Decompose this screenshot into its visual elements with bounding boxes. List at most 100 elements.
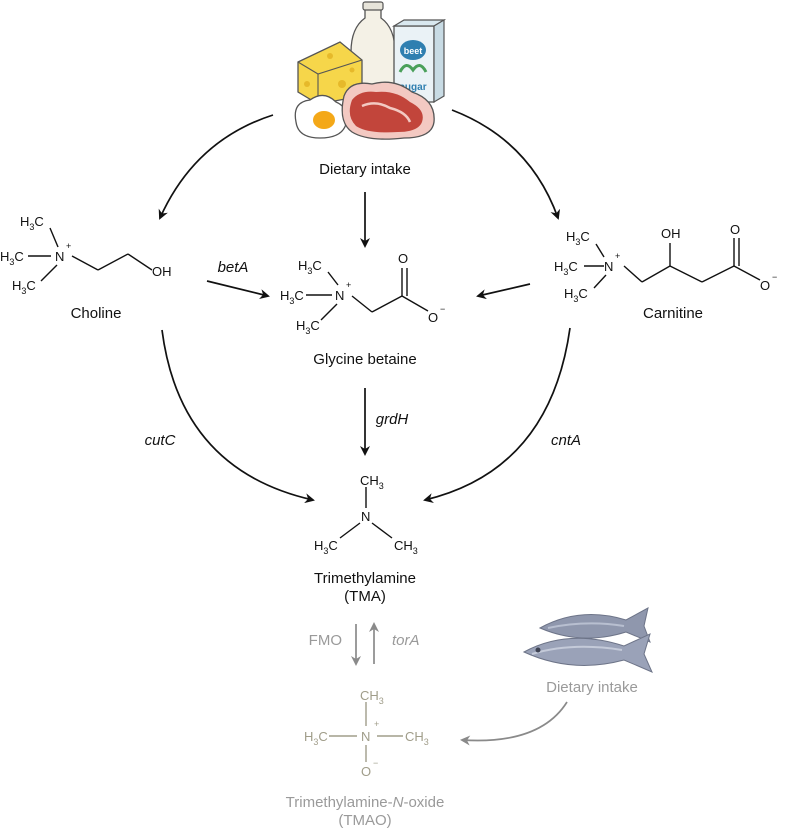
svg-text:H3C: H3C: [20, 214, 44, 232]
cheese-icon: [297, 41, 363, 105]
egg-icon: [294, 94, 348, 139]
tmao-minus-charge: −: [373, 758, 378, 768]
dietary-intake-top-label: Dietary intake: [319, 161, 411, 178]
carn-h3c-mid-c: C: [568, 259, 577, 274]
gb-minus-charge: −: [440, 304, 445, 314]
fish-front-icon: [522, 633, 653, 673]
choline-h3c-top-c: C: [34, 214, 43, 229]
tmao-ch3-right-3: 3: [424, 737, 429, 747]
enzyme-label-fmo: FMO: [309, 632, 342, 649]
tma-h3c-left-h: H: [314, 538, 323, 553]
tmao-ch3-right-h: H: [414, 729, 423, 744]
gene-label-torA: torA: [392, 632, 420, 649]
gb-carbonyl-o: O: [398, 251, 408, 266]
carn-h3c-top-h: H: [566, 229, 575, 244]
svg-text:H3C: H3C: [298, 258, 322, 276]
choline-plus-charge: +: [66, 241, 71, 251]
svg-text:CH3: CH3: [394, 538, 418, 556]
tmao-h3c-left-3: 3: [313, 737, 318, 747]
tma-ch3-top-c: C: [360, 473, 369, 488]
tma-h3c-left-c: C: [328, 538, 337, 553]
tmao-h3c-left-c: C: [318, 729, 327, 744]
tma-ch3-right-c: C: [394, 538, 403, 553]
fish-back-icon: [538, 607, 651, 643]
choline-h3c-bot-c: C: [26, 278, 35, 293]
tma-structure: CH3 N H3C CH3: [314, 473, 418, 556]
tmao-label-line1: Trimethylamine-N-oxide: [286, 794, 445, 811]
choline-h3c-bot-3: 3: [21, 286, 26, 296]
tmao-h3c-left-h: H: [304, 729, 313, 744]
tmao-n-atom: N: [361, 729, 370, 744]
fmo-tora-arrows: [351, 622, 379, 666]
tmao-ch3-top-h: H: [369, 688, 378, 703]
tma-ch3-right-h: H: [403, 538, 412, 553]
gb-h3c-top-h: H: [298, 258, 307, 273]
tmao-label-line2: (TMAO): [338, 812, 391, 829]
carn-h3c-mid-h: H: [554, 259, 563, 274]
carn-h3c-mid-3: 3: [563, 267, 568, 277]
gene-label-grdH: grdH: [376, 411, 409, 428]
arrow-choline-to-glycine-betaine: [206, 280, 270, 299]
svg-text:CH3: CH3: [405, 729, 429, 747]
svg-text:H3C: H3C: [280, 288, 304, 306]
gb-n-atom: N: [335, 288, 344, 303]
sugar-box-brand-text: beet: [404, 46, 423, 56]
tma-h3c-left-3: 3: [323, 546, 328, 556]
svg-text:H3C: H3C: [564, 286, 588, 304]
carn-n-atom: N: [604, 259, 613, 274]
carn-carboxylate-o: O: [760, 278, 770, 293]
carnitine-label: Carnitine: [643, 305, 703, 322]
svg-text:H3C: H3C: [12, 278, 36, 296]
choline-oh-group: OH: [152, 264, 172, 279]
tmao-label-part-a: Trimethylamine-: [286, 794, 393, 811]
carn-minus-charge: −: [772, 272, 777, 282]
gb-carboxylate-o: O: [428, 310, 438, 325]
choline-structure: H3C H3C H3C N + OH: [0, 214, 172, 296]
carn-carbonyl-o: O: [730, 222, 740, 237]
svg-text:CH3: CH3: [360, 688, 384, 706]
arrow-carnitine-to-tma: [423, 327, 571, 503]
arrow-intake-to-choline: [158, 114, 274, 220]
sugar-box-label-text: sugar: [399, 82, 426, 93]
carn-h3c-top-c: C: [580, 229, 589, 244]
choline-h3c-mid-3: 3: [9, 257, 14, 267]
glycine-betaine-label: Glycine betaine: [313, 351, 416, 368]
gene-label-betA: betA: [218, 259, 249, 276]
svg-text:CH3: CH3: [360, 473, 384, 491]
gb-h3c-top-c: C: [312, 258, 321, 273]
gb-h3c-mid-h: H: [280, 288, 289, 303]
arrow-fish-to-tmao: [460, 701, 568, 746]
carn-h3c-bot-h: H: [564, 286, 573, 301]
svg-text:H3C: H3C: [554, 259, 578, 277]
tmao-label-part-n: N: [393, 794, 404, 811]
gb-h3c-bot-c: C: [310, 318, 319, 333]
tma-n-atom: N: [361, 509, 370, 524]
carn-h3c-top-3: 3: [575, 237, 580, 247]
arrow-intake-to-carnitine: [451, 109, 560, 220]
gb-h3c-mid-3: 3: [289, 296, 294, 306]
tma-label-line1: Trimethylamine: [314, 570, 416, 587]
gene-label-cutC: cutC: [145, 432, 176, 449]
gb-h3c-bot-h: H: [296, 318, 305, 333]
tmao-plus-charge: +: [374, 719, 379, 729]
arrow-carnitine-to-glycine-betaine: [476, 283, 531, 300]
carn-h3c-bot-3: 3: [573, 294, 578, 304]
gb-h3c-mid-c: C: [294, 288, 303, 303]
gb-h3c-top-3: 3: [307, 266, 312, 276]
tmao-ch3-right-c: C: [405, 729, 414, 744]
tmao-ch3-top-c: C: [360, 688, 369, 703]
carn-h3c-bot-c: C: [578, 286, 587, 301]
svg-text:H3C: H3C: [304, 729, 328, 747]
gb-plus-charge: +: [346, 280, 351, 290]
svg-text:H3C: H3C: [566, 229, 590, 247]
dietary-intake-fish-label: Dietary intake: [546, 679, 638, 696]
choline-h3c-top-h: H: [20, 214, 29, 229]
choline-label: Choline: [71, 305, 122, 322]
choline-h3c-mid-c: C: [14, 249, 23, 264]
svg-text:H3C: H3C: [296, 318, 320, 336]
tmao-ch3-top-3: 3: [379, 696, 384, 706]
steak-icon: [341, 81, 435, 140]
svg-text:H3C: H3C: [0, 249, 24, 267]
tmao-label-part-c: -oxide: [403, 794, 444, 811]
